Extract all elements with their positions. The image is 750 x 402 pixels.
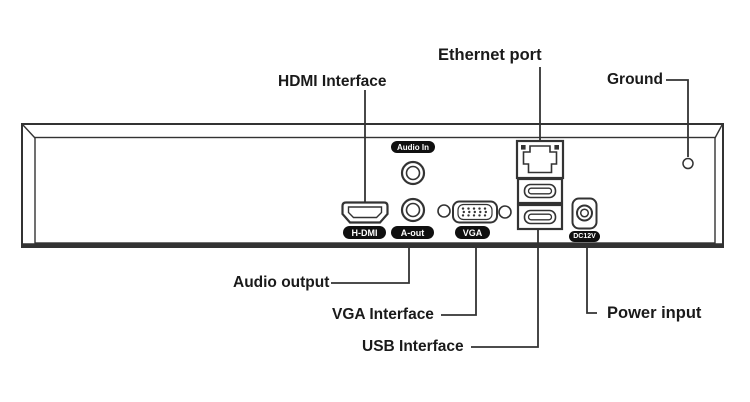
dc12v-tag: DC12V xyxy=(569,231,600,242)
ground-label: Ground xyxy=(607,71,663,88)
chassis-bevel-top-left xyxy=(22,124,36,139)
vga-port xyxy=(452,200,498,224)
audio-out-jack xyxy=(400,197,426,223)
audio-output-label: Audio output xyxy=(233,274,330,291)
audio-output-leader-line xyxy=(331,246,410,284)
vga-leader-line xyxy=(441,246,477,316)
usb-port-1 xyxy=(516,177,564,205)
vga-tag: VGA xyxy=(455,226,490,239)
audio-in-tag: Audio In xyxy=(391,141,435,153)
vga-interface-label: VGA Interface xyxy=(332,306,434,323)
ground-screw xyxy=(682,157,694,170)
usb-interface-label: USB Interface xyxy=(362,338,464,355)
hdmi-interface-label: HDMI Interface xyxy=(278,73,387,90)
vga-screw-right xyxy=(498,205,512,219)
audio-out-tag: A-out xyxy=(391,226,434,239)
usb-leader-line xyxy=(471,230,539,348)
usb-port-2 xyxy=(516,203,564,231)
hdmi-tag: H-DMI xyxy=(343,226,386,239)
chassis-bevel-top-right xyxy=(714,124,723,139)
power-leader-line xyxy=(586,246,597,314)
ground-leader-line xyxy=(666,79,689,157)
vga-screw-left xyxy=(437,204,451,218)
ethernet-port-label: Ethernet port xyxy=(438,46,542,64)
chassis-front-face xyxy=(34,136,716,244)
power-input-label: Power input xyxy=(607,304,702,322)
audio-in-jack xyxy=(400,160,426,186)
hdmi-port xyxy=(341,201,389,224)
dc-power-jack xyxy=(571,197,598,230)
